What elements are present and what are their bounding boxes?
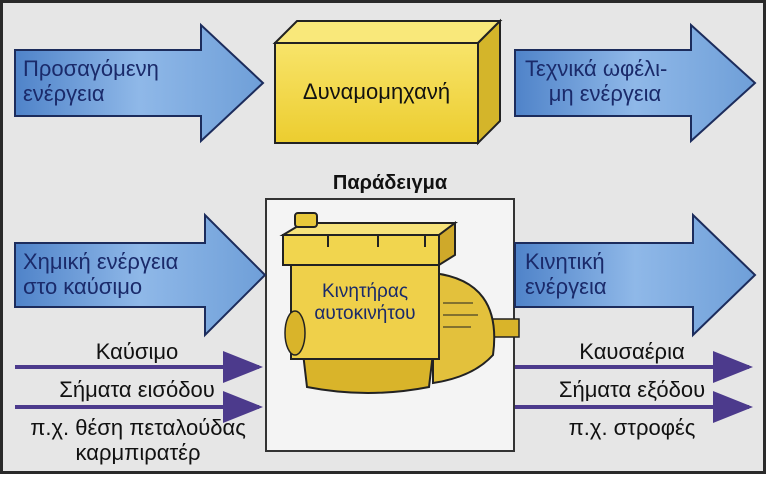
- input-energy-arrow: [14, 22, 265, 144]
- input-example-line1: π.χ. θέση πεταλούδας: [30, 415, 246, 440]
- input-signals-label: Σήματα εισόδου: [59, 377, 215, 402]
- chemical-energy-label-line1: Χημική ενέργεια: [23, 249, 179, 274]
- kinetic-energy-label-line2: ενέργεια: [525, 274, 607, 299]
- kinetic-energy-arrow: [514, 212, 757, 338]
- chemical-energy-label-line2: στο καύσιμο: [23, 274, 143, 299]
- engine-label-line1: Κινητήρας: [322, 281, 408, 302]
- output-energy-arrow: [514, 22, 757, 144]
- diagram-graphics: [14, 18, 757, 452]
- input-example-label: π.χ. θέση πεταλούδας καρμπιρατέρ: [7, 415, 269, 465]
- input-example-line2: καρμπιρατέρ: [75, 440, 201, 465]
- chemical-energy-label: Χημική ενέργεια στο καύσιμο: [23, 249, 178, 299]
- input-energy-label-line1: Προσαγόμενη: [23, 56, 159, 81]
- engine-icon: [279, 212, 520, 394]
- machine-label: Δυναμομηχανή: [302, 79, 451, 104]
- output-signals-label: Σήματα εξόδου: [558, 377, 706, 402]
- output-energy-label-line2: μη ενέργεια: [548, 81, 662, 106]
- kinetic-energy-label: Κινητική ενέργεια: [525, 249, 607, 299]
- output-energy-label-line1: Τεχνικά ωφέλι-: [525, 56, 668, 81]
- engine-label: Κινητήρας αυτοκινήτου: [291, 281, 439, 325]
- example-title: Παράδειγμα: [332, 172, 448, 194]
- input-energy-label-line2: ενέργεια: [23, 81, 105, 106]
- exhaust-label: Καυσαέρια: [579, 339, 685, 364]
- chemical-energy-arrow: [14, 212, 267, 338]
- machine-box: [272, 18, 503, 146]
- fuel-label: Καύσιμο: [95, 339, 179, 364]
- input-energy-label: Προσαγόμενη ενέργεια: [23, 56, 159, 106]
- output-example-label: π.χ. στροφές: [568, 415, 696, 440]
- kinetic-energy-label-line1: Κινητική: [525, 249, 605, 274]
- output-energy-label: Τεχνικά ωφέλι- μη ενέργεια: [525, 56, 685, 106]
- engine-label-line2: αυτοκινήτου: [314, 303, 416, 324]
